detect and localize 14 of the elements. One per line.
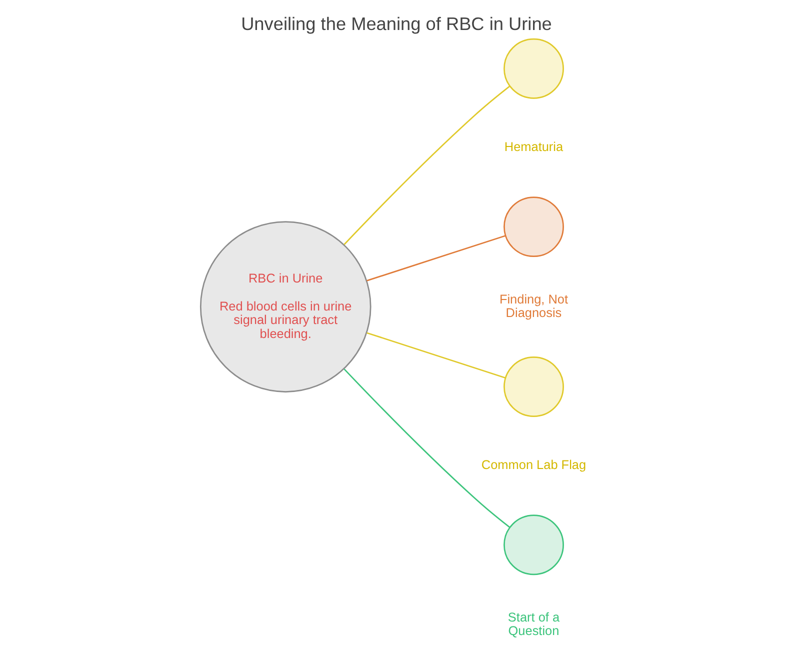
node-label: Start of a Question [507, 609, 560, 638]
node-circle: RBC in Urine Red blood cells in urine signal urinary tract bleeding. [199, 221, 371, 392]
node-circle [503, 38, 564, 99]
node-circle [503, 196, 564, 258]
diagram-title: Unveiling the Meaning of RBC in Urine [240, 14, 552, 34]
node-circle [503, 356, 564, 417]
node-circle [503, 514, 564, 576]
node-label: Hematuria [504, 139, 563, 154]
connector [366, 332, 506, 378]
node-label: Common Lab Flag [480, 457, 586, 472]
connector [366, 235, 506, 282]
connector [343, 368, 510, 528]
connector [343, 86, 510, 245]
node-label: Finding, Not Diagnosis [498, 291, 568, 320]
